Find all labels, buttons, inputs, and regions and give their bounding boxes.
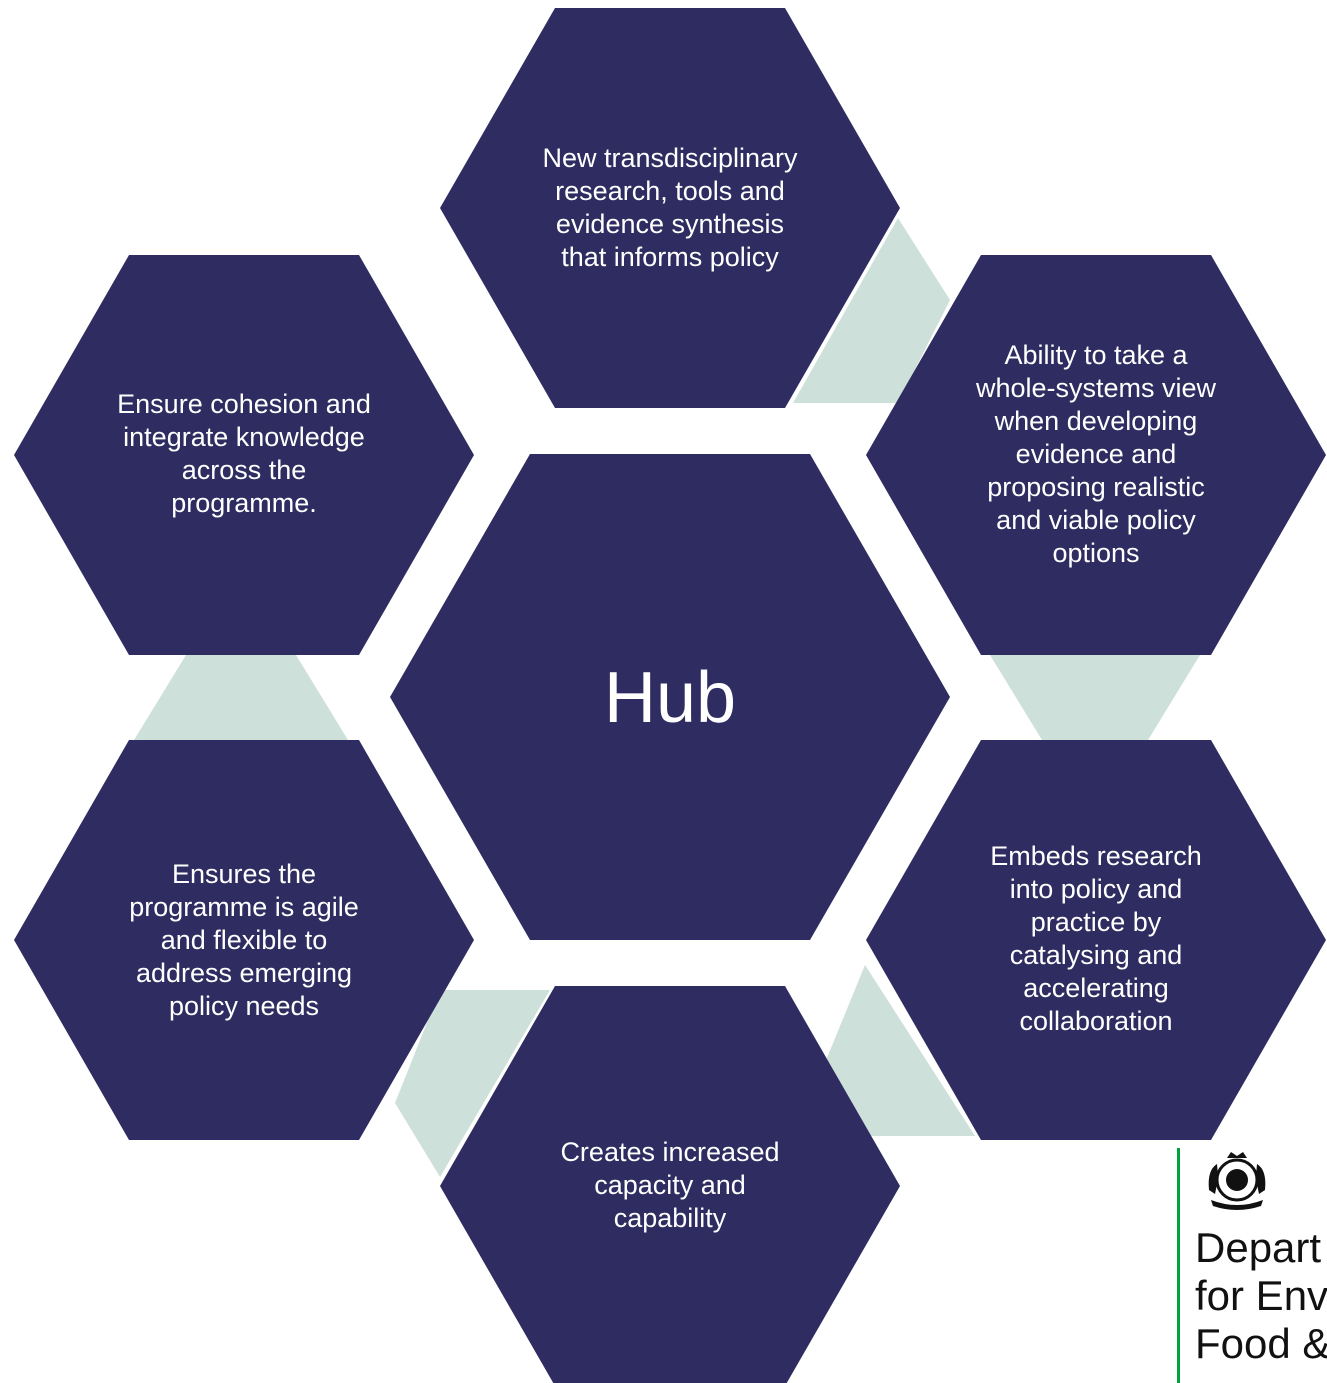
hexagon-bottom-line: Creates increased: [560, 1137, 779, 1167]
hexagon-upper-right-line: options: [1052, 538, 1139, 568]
logo-line-3: Food &: [1195, 1320, 1327, 1367]
hexagon-lower-right-shape: [866, 740, 1326, 1140]
hub-label: Hub: [604, 658, 736, 738]
hexagon-top-line: research, tools and: [555, 176, 785, 206]
hexagon-top-line: evidence synthesis: [556, 209, 784, 239]
hexagon-lower-left-line: policy needs: [169, 991, 319, 1021]
connector-top-to-upper-right: [793, 218, 950, 403]
connector-lower-left-to-upper-left: [134, 655, 348, 740]
hexagon-upper-left-line: Ensure cohesion and: [117, 389, 371, 419]
hexagon-upper-left-shape: [14, 255, 474, 655]
hexagon-top-shape: [440, 8, 900, 408]
hexagon-lower-right-line: accelerating: [1023, 973, 1169, 1003]
hexagon-top-line: New transdisciplinary: [542, 143, 798, 173]
connector-lower-right-to-bottom: [820, 965, 975, 1136]
hexagon-upper-right-line: proposing realistic: [987, 472, 1205, 502]
hexagon-upper-right-line: and viable policy: [996, 505, 1196, 535]
hexagon-bottom-shape: [440, 986, 900, 1383]
hexagon-lower-right-line: collaboration: [1019, 1006, 1172, 1036]
logo-rule: [1177, 1148, 1180, 1383]
hexagon-lower-right-line: practice by: [1031, 907, 1162, 937]
hub-hexagon: Hub: [390, 454, 950, 940]
hexagon-lower-left-line: and flexible to: [161, 925, 328, 955]
connector-bottom-to-lower-left: [395, 990, 550, 1177]
hexagon-lower-right-line: Embeds research: [990, 841, 1202, 871]
hexagon-upper-right-line: evidence and: [1016, 439, 1177, 469]
hexagon-upper-right-line: Ability to take a: [1004, 340, 1188, 370]
hexagon-upper-left-line: programme.: [171, 488, 317, 518]
hub-shape: [390, 454, 950, 940]
hexagon-lower-left-line: address emerging: [136, 958, 352, 988]
royal-coat-of-arms-icon: [1208, 1152, 1266, 1210]
hexagon-upper-right-shape: [866, 255, 1326, 655]
logo-line-1: Depart: [1195, 1224, 1321, 1271]
hexagon-bottom-line: capacity and: [594, 1170, 746, 1200]
hexagon-upper-right-line: when developing: [994, 406, 1198, 436]
connectors: [134, 218, 1200, 1177]
hexagon-upper-left-line: across the: [182, 455, 307, 485]
defra-logo: Depart for Env Food &: [1177, 1148, 1327, 1383]
hexagon-lower-right-line: catalysing and: [1010, 940, 1183, 970]
hexagon-upper-left-line: integrate knowledge: [123, 422, 365, 452]
logo-line-2: for Env: [1195, 1272, 1327, 1319]
hexagon-bottom-line: capability: [614, 1203, 727, 1233]
hexagon-top-line: that informs policy: [561, 242, 779, 272]
connector-upper-right-to-lower-right: [990, 655, 1200, 740]
hexagon-lower-right-line: into policy and: [1010, 874, 1183, 904]
hexagon-lower-left-line: programme is agile: [129, 892, 359, 922]
hexagon-upper-right-line: whole-systems view: [975, 373, 1217, 403]
hexagon-lower-left-line: Ensures the: [172, 859, 316, 889]
hexagon-lower-left-shape: [14, 740, 474, 1140]
